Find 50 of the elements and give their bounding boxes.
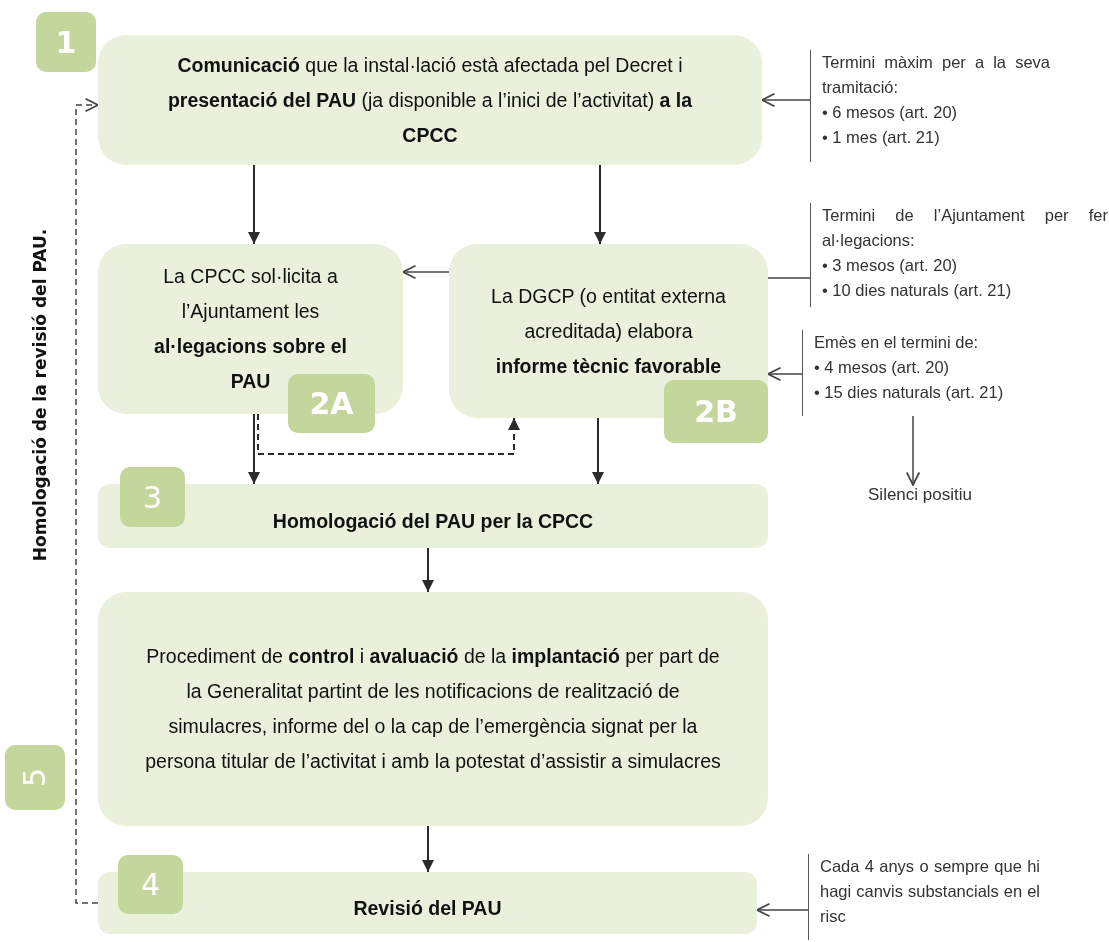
process-box bbox=[98, 592, 768, 826]
arrow bbox=[402, 264, 450, 280]
process-box bbox=[98, 35, 762, 165]
bullet-item: • 10 dies naturals (art. 21) bbox=[822, 280, 1013, 301]
arrow bbox=[761, 92, 811, 108]
annotation bbox=[810, 50, 1050, 162]
arrow bbox=[905, 415, 921, 486]
step-number: 3 bbox=[142, 479, 163, 515]
connector-line bbox=[767, 277, 811, 279]
edge-label: Homologació de la revisió del PAU. bbox=[30, 228, 51, 562]
process-box bbox=[98, 244, 403, 414]
note-text: Termini de l’Ajuntament per fer al·legacions: bbox=[822, 205, 1108, 251]
arrow bbox=[592, 417, 604, 485]
step-number-badge bbox=[664, 380, 768, 443]
arrow bbox=[248, 164, 260, 245]
note-text: Termini màxim per a la seva tramitació: bbox=[822, 52, 1050, 98]
arrow bbox=[594, 164, 606, 245]
box-text: La DGCP (o entitat externa acreditada) elabora informe tècnic favorable bbox=[491, 283, 726, 379]
step-number: 1 bbox=[55, 24, 77, 60]
step-number: 2B bbox=[694, 394, 738, 429]
step-number-badge bbox=[36, 12, 96, 72]
process-box bbox=[98, 484, 768, 548]
bullet-item: • 15 dies naturals (art. 21) bbox=[814, 382, 1005, 403]
step-number-badge bbox=[288, 374, 375, 433]
step-number-badge bbox=[118, 855, 183, 914]
box-text: Homologació del PAU per la CPCC bbox=[272, 508, 594, 534]
bullet-item: • 4 mesos (art. 20) bbox=[814, 357, 951, 378]
arrow bbox=[248, 413, 260, 485]
box-text: Procediment de control i avaluació de la implantació per part de la Generalitat partint de les notificacions de realització de simulacres, informe del o la cap de l’emergència signat per la persona titular de l’activitat i amb la potestat d’assistir a simulacres bbox=[144, 644, 722, 774]
step-number-badge bbox=[5, 745, 65, 810]
note-text: Emès en el termini de: bbox=[814, 332, 980, 353]
bullet-item: • 3 mesos (art. 20) bbox=[822, 255, 959, 276]
arrow bbox=[756, 902, 809, 918]
annotation bbox=[808, 854, 1040, 940]
note-text: Silenci positiu bbox=[845, 485, 995, 511]
step-number: 4 bbox=[140, 867, 161, 902]
dashed-arrow bbox=[257, 413, 520, 455]
annotation bbox=[810, 203, 1108, 307]
process-box bbox=[98, 872, 757, 934]
bullet-item: • 1 mes (art. 21) bbox=[822, 127, 941, 148]
arrow bbox=[767, 366, 803, 382]
dashed-arrow bbox=[75, 97, 99, 904]
box-text: Comunicació que la instal·lació està afectada pel Decret i presentació del PAU (ja disponible a l’inici de l’activitat) a la CPCC bbox=[166, 52, 694, 148]
note-text: Cada 4 anys o sempre que hi hagi canvis substancials en el risc bbox=[820, 856, 1040, 927]
arrow bbox=[422, 825, 434, 873]
arrow bbox=[422, 547, 434, 593]
bullet-item: • 6 mesos (art. 20) bbox=[822, 102, 959, 123]
box-text: Revisió del PAU bbox=[353, 895, 502, 921]
step-number: 5 bbox=[17, 767, 53, 788]
step-number-badge bbox=[120, 467, 185, 527]
